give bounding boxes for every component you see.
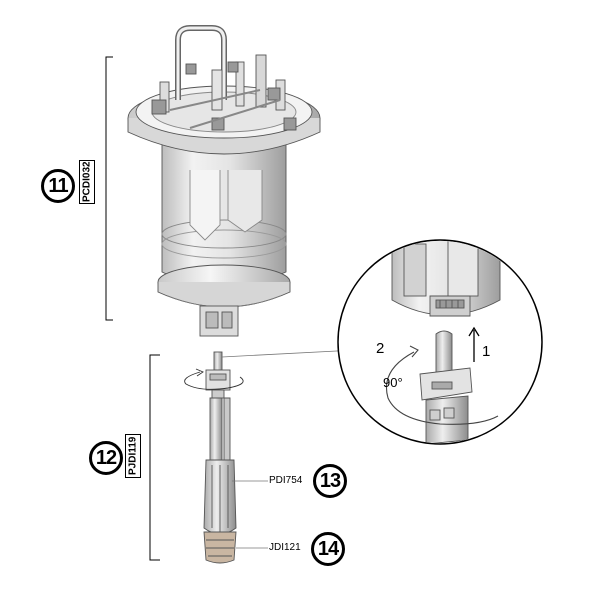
bracket-body xyxy=(105,56,113,321)
part-label-bottom: JDI121 xyxy=(269,542,301,553)
leader-lines xyxy=(221,349,357,549)
step-label-2: 2 xyxy=(376,340,385,357)
code-label-body: PCDI032 xyxy=(79,160,95,204)
housing-illustration xyxy=(127,25,321,337)
callout-13: 13 xyxy=(313,464,347,498)
step-label-1: 1 xyxy=(482,343,491,360)
callout-14: 14 xyxy=(311,532,345,566)
detail-inset xyxy=(337,239,543,445)
callout-12: 12 xyxy=(89,441,123,475)
code-label-rod-assembly: PJDI119 xyxy=(125,434,141,478)
rod-illustration xyxy=(184,351,244,564)
angle-label: 90° xyxy=(383,375,403,390)
part-label-rod: PDI754 xyxy=(269,475,303,486)
bracket-rod-assembly xyxy=(149,354,160,561)
callout-11: 11 xyxy=(41,169,75,203)
